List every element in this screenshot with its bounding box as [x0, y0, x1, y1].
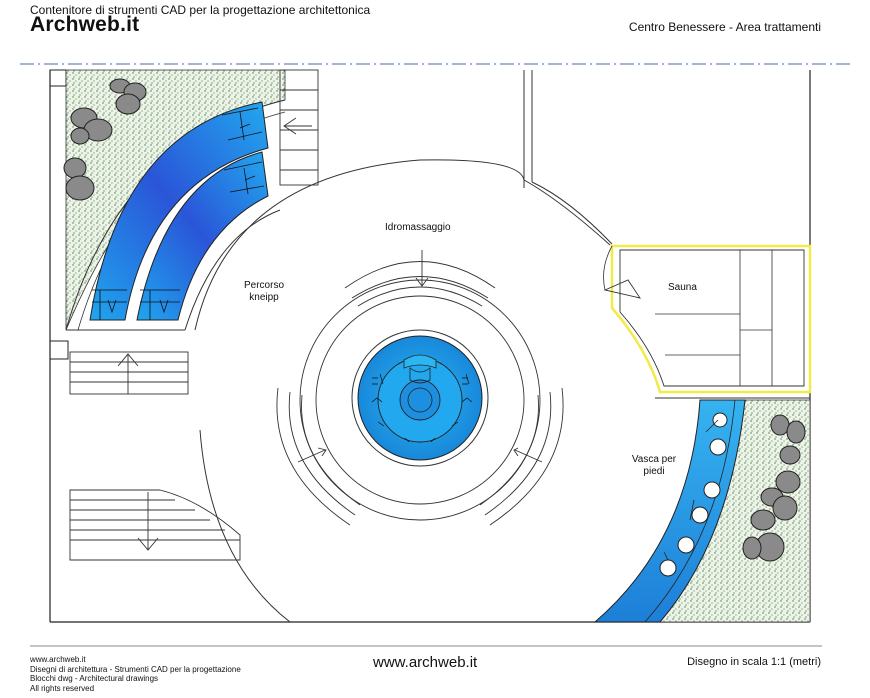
hydromassage-tub — [351, 329, 489, 467]
label-vasca-per-piedi: Vasca per piedi — [624, 454, 684, 478]
footer-scale: Disegno in scala 1:1 (metri) — [687, 656, 821, 668]
rocks-top-left — [63, 78, 147, 201]
footer-desc2: Blocchi dwg - Architectural drawings — [30, 674, 159, 683]
foot-bath-stepping-stones — [659, 412, 728, 577]
footer-site: www.archweb.it — [30, 655, 86, 664]
archweb-logo: Archweb.it — [30, 13, 140, 36]
footer-rights: All rights reserved — [30, 683, 95, 693]
stair-left-lower — [69, 489, 241, 561]
label-percorso-line1: Percorso — [243, 280, 284, 291]
label-idromassaggio: Idromassaggio — [385, 222, 451, 233]
tub-platform — [276, 250, 564, 526]
top-left-column — [49, 69, 67, 87]
header-tagline: Contenitore di strumenti CAD per la prog… — [30, 3, 371, 17]
stair-top — [279, 69, 319, 186]
rocks-right — [742, 414, 806, 562]
sauna-room — [603, 244, 812, 394]
project-title: Centro Benessere - Area trattamenti — [628, 20, 821, 34]
label-vasca-line1: Vasca per — [631, 454, 677, 465]
foot-bath — [593, 399, 746, 623]
kneipp-pool-outer — [89, 101, 269, 321]
label-vasca-line2: piedi — [643, 466, 665, 477]
footer-credits: www.archweb.it Disegni di architettura -… — [30, 655, 241, 693]
label-sauna: Sauna — [668, 282, 697, 293]
kneipp-pool-inner — [136, 151, 269, 321]
footer-center-url: www.archweb.it — [373, 654, 478, 671]
label-percorso-kneipp: Percorso kneipp — [238, 280, 290, 304]
footer-desc1: Disegni di architettura - Strumenti CAD … — [30, 664, 241, 674]
left-column — [49, 340, 69, 360]
label-percorso-line2: kneipp — [249, 292, 279, 303]
stair-left-upper — [69, 351, 189, 395]
